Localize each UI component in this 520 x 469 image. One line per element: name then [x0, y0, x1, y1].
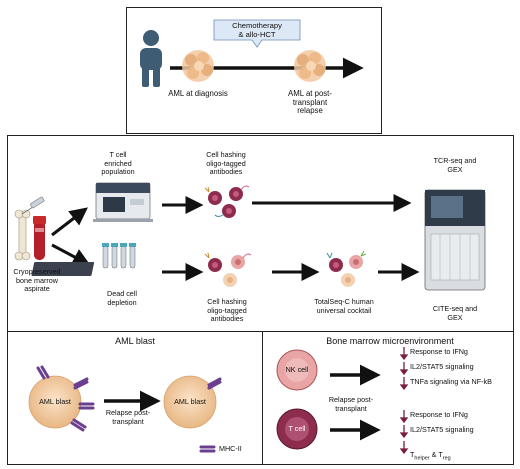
patient-icon [140, 30, 162, 87]
tcr-label: TCR-seq and GEX [433, 156, 477, 174]
diagnosis-label: AML at diagnosis [168, 89, 228, 98]
micro-panel-title: Bone marrow microenvironment [326, 336, 454, 346]
tcell-label: T cell enriched population [101, 150, 135, 177]
aml-blast-cell-right [163, 375, 217, 429]
t-ratio-label: Thelper & Treg [410, 442, 514, 463]
hash-top-label: Cell hashing oligo-tagged antibodies [206, 150, 246, 177]
blast-arrow-label: Relapse post- transplant [105, 408, 151, 426]
nk-effect-1: Response to IFNg [410, 347, 468, 356]
t-down-arrows [399, 410, 409, 455]
arrow-to-depletion [51, 243, 91, 266]
treatment-callout [213, 19, 301, 48]
hashed-cells-top [204, 185, 250, 218]
t-effect-1: Response to IFNg [410, 410, 468, 419]
t-cell-label: T cell [288, 424, 306, 433]
hash-bottom-label: Cell hashing oligo-tagged antibodies [207, 297, 247, 324]
micro-arrow-label: Relapse post- transplant [328, 395, 374, 413]
blast-left-label: AML blast [39, 397, 71, 406]
nk-down-arrows [399, 347, 409, 391]
bone-icon [14, 209, 31, 261]
blood-tube-icon [33, 216, 46, 260]
aml-cluster-relapse [294, 50, 326, 82]
syringe-icon [21, 196, 45, 215]
t-ratio-b-sub: reg [442, 455, 451, 462]
aml-blast-cell-left [28, 375, 82, 429]
depletion-label: Dead cell depletion [107, 289, 137, 307]
hashed-cells-bottom [204, 252, 252, 287]
t-ratio-a-sub: helper [414, 455, 430, 462]
treatment-label: Chemotherapy & allo-HCT [232, 21, 282, 39]
nk-effect-2: IL2/STAT5 signaling [410, 362, 474, 371]
depletion-rack-icon [31, 243, 136, 276]
cell-sorter-icon [93, 182, 153, 222]
nk-effect-3: TNFa signaling via NF-kB [410, 377, 492, 386]
blast-panel-title: AML blast [115, 336, 155, 346]
nk-cell-label: NK cell [285, 365, 309, 374]
t-ratio-a: T [410, 449, 415, 459]
nk-cell [276, 349, 318, 391]
mhc-receptors-left [36, 365, 95, 432]
t-ratio-amp: & T [429, 449, 443, 459]
totalseq-label: TotalSeq-C human universal cocktail [314, 297, 374, 315]
mhc-ii-legend-icon [199, 445, 216, 453]
arrow-to-tcell [51, 207, 88, 237]
source-label: Cryopreserved bone marrow aspirate [13, 267, 61, 294]
t-cell [276, 408, 318, 450]
aml-cluster-diagnosis [182, 50, 214, 82]
relapse-label: AML at post- transplant relapse [288, 89, 332, 116]
cite-label: CITE-seq and GEX [432, 304, 478, 322]
totalseq-cells [326, 250, 367, 287]
t-effect-2: IL2/STAT5 signaling [410, 425, 474, 434]
blast-right-label: AML blast [174, 397, 206, 406]
sequencer-icon [424, 189, 486, 291]
mhc-ii-label: MHC-II [219, 444, 242, 453]
mhc-receptors-right [207, 377, 222, 390]
